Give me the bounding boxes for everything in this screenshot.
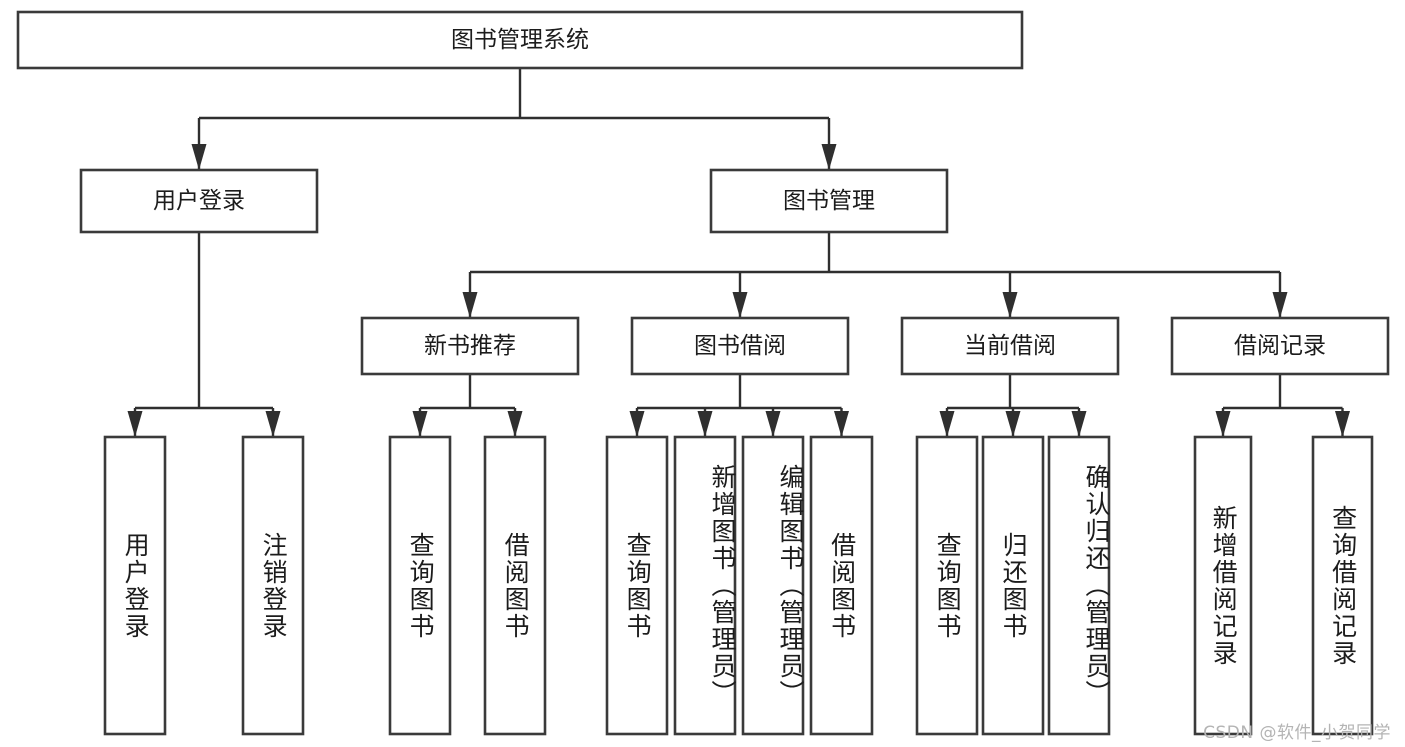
node-box-borrow-record[interactable] [1170, 316, 1390, 376]
arrow-head-icon [462, 292, 478, 318]
arrow-head-icon [1215, 411, 1231, 437]
node-box-leaf-user-login[interactable] [103, 435, 167, 736]
arrow-head-icon [265, 411, 281, 437]
node-box-leaf-query-book-current[interactable] [915, 435, 979, 736]
node-box-leaf-query-book-rec[interactable] [388, 435, 452, 736]
node-label-current-borrow: 当前借阅 [964, 332, 1056, 358]
node-box-leaf-add-book-admin[interactable] [673, 435, 737, 736]
arrow-head-icon [821, 144, 837, 170]
arrow-head-icon [697, 411, 713, 437]
node-box-book-borrow[interactable] [630, 316, 850, 376]
node-box-leaf-add-borrow-record[interactable] [1193, 435, 1253, 736]
node-label-new-book-recommend: 新书推荐 [424, 332, 516, 358]
node-box-leaf-return-book[interactable] [981, 435, 1045, 736]
arrow-head-icon [939, 411, 955, 437]
node-box-user-login[interactable] [79, 168, 319, 234]
node-box-root[interactable] [16, 10, 1024, 70]
node-box-leaf-query-book-borrow[interactable] [605, 435, 669, 736]
node-box-leaf-logout[interactable] [241, 435, 305, 736]
node-label-root: 图书管理系统 [451, 26, 589, 52]
node-box-new-book-recommend[interactable] [360, 316, 580, 376]
node-label-book-manage: 图书管理 [783, 187, 875, 213]
node-box-book-manage[interactable] [709, 168, 949, 234]
arrow-head-icon [629, 411, 645, 437]
arrow-head-icon [1272, 292, 1288, 318]
arrow-head-icon [1005, 411, 1021, 437]
connector-layer [127, 68, 1350, 437]
arrow-head-icon [1002, 292, 1018, 318]
arrow-head-icon [1335, 411, 1350, 437]
watermark: CSDN @软件_小贺同学 [1203, 723, 1391, 743]
node-box-leaf-borrow-book-rec[interactable] [483, 435, 547, 736]
node-box-leaf-borrow-book[interactable] [809, 435, 874, 736]
node-box-leaf-edit-book-admin[interactable] [741, 435, 805, 736]
node-box-leaf-confirm-return-admin[interactable] [1047, 435, 1111, 736]
node-layer [16, 10, 1390, 736]
arrow-head-icon [834, 411, 849, 437]
arrow-head-icon [507, 411, 523, 437]
arrow-head-icon [191, 144, 207, 170]
node-box-leaf-query-borrow-record[interactable] [1311, 435, 1374, 736]
node-label-book-borrow: 图书借阅 [694, 332, 786, 358]
arrow-head-icon [765, 411, 781, 437]
arrow-head-icon [732, 292, 748, 318]
node-box-current-borrow[interactable] [900, 316, 1120, 376]
arrow-head-icon [412, 411, 428, 437]
node-label-borrow-record: 借阅记录 [1234, 332, 1326, 358]
node-label-user-login: 用户登录 [153, 187, 245, 213]
arrow-head-icon [1071, 411, 1087, 437]
arrow-head-icon [127, 411, 143, 437]
